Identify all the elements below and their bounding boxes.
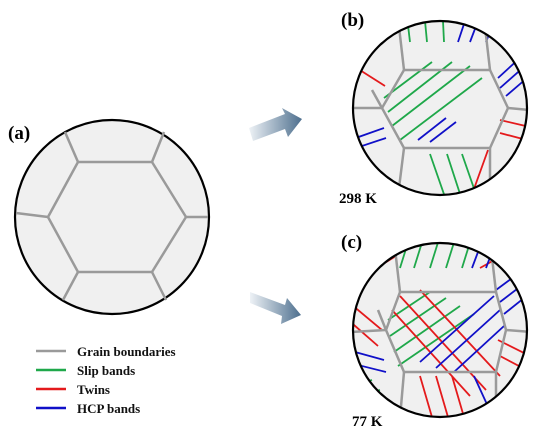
legend-label-slip: Slip bands xyxy=(77,363,135,378)
legend-item-slip: Slip bands xyxy=(36,363,135,378)
grain-boundaries-a xyxy=(15,131,208,301)
legend: Grain boundaries Slip bands Twins HCP ba… xyxy=(36,344,176,416)
temperature-label-c: 77 K xyxy=(352,414,383,430)
panel-c-label: (c) xyxy=(341,232,362,253)
arrow-to-b xyxy=(249,108,302,141)
legend-item-twin: Twins xyxy=(36,382,110,397)
temperature-label-b: 298 K xyxy=(339,191,377,207)
panel-a-label: (a) xyxy=(8,123,30,144)
grain-fill-b xyxy=(353,21,527,195)
grain-outline-b xyxy=(351,19,529,197)
panel-c: (c) xyxy=(341,232,529,430)
legend-item-grain: Grain boundaries xyxy=(36,344,176,359)
grain-fill-c xyxy=(353,243,527,417)
panel-b-label: (b) xyxy=(341,10,364,31)
legend-label-grain: Grain boundaries xyxy=(77,344,176,359)
panel-a: (a) xyxy=(8,118,211,316)
arrow-to-c xyxy=(250,292,301,324)
legend-label-hcp: HCP bands xyxy=(77,401,140,416)
grain-outline-c xyxy=(351,241,529,419)
legend-item-hcp: HCP bands xyxy=(36,401,140,416)
panel-b: (b) xyxy=(339,10,529,207)
grain-outline-a xyxy=(13,118,211,316)
legend-label-twin: Twins xyxy=(77,382,110,397)
